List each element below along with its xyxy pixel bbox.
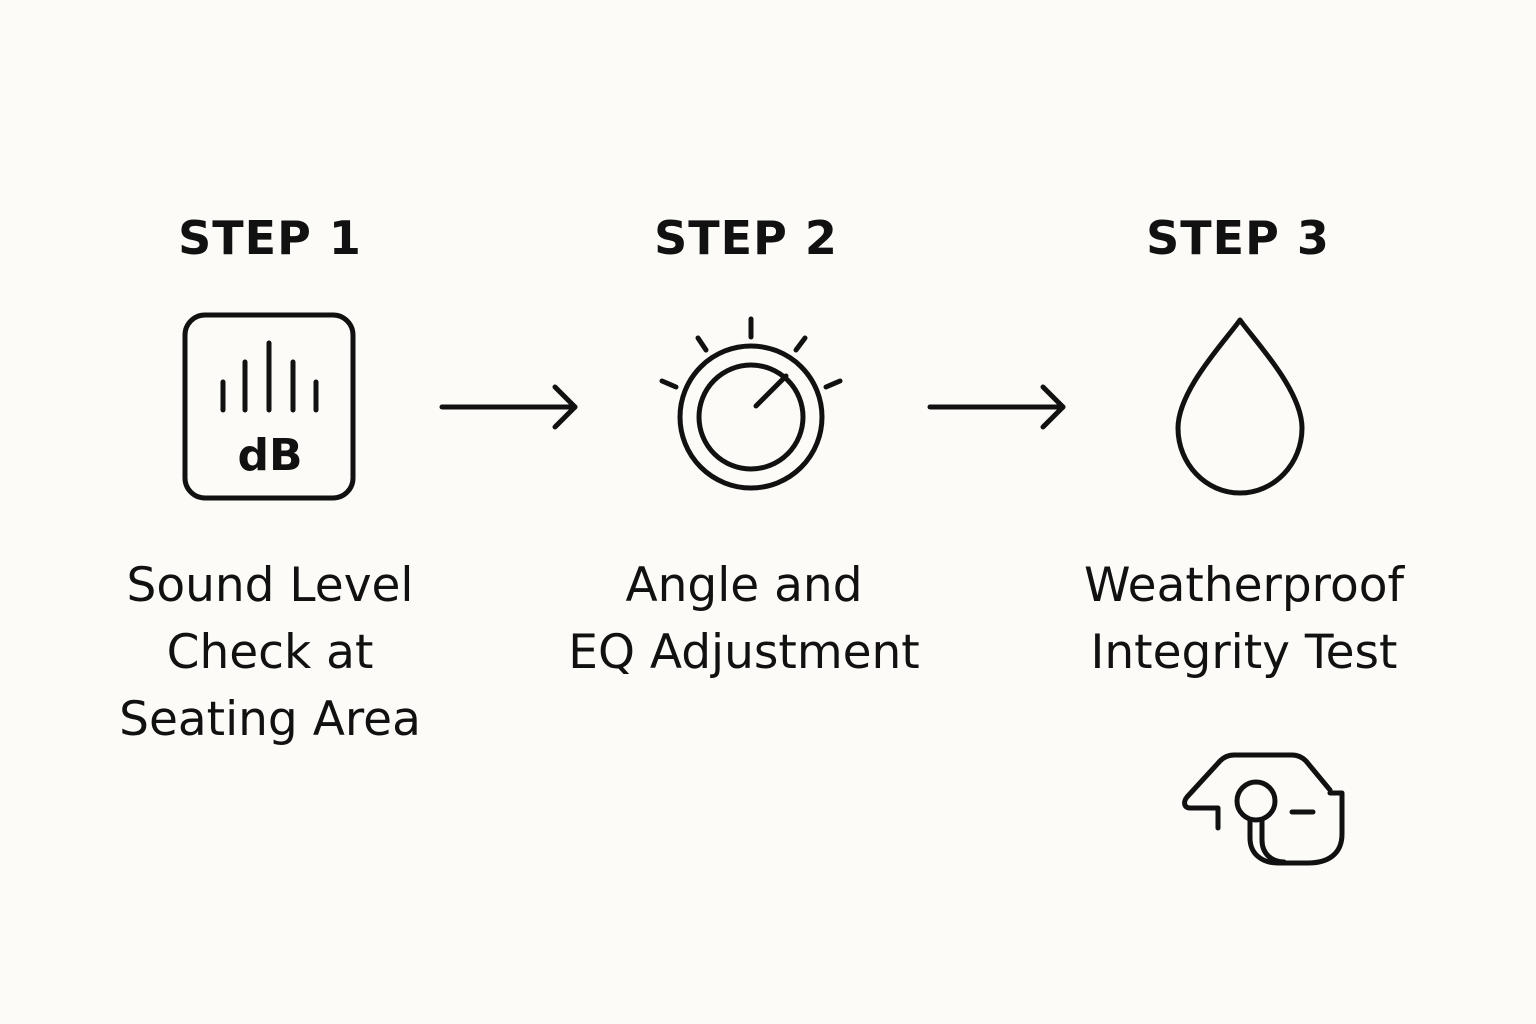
step-2-title: STEP 2 [654,211,838,265]
step-1-caption-line-3: Seating Area [119,692,421,747]
adjustment-knob-icon [659,316,843,491]
step-2-caption: Angle and EQ Adjustment [544,552,944,686]
step-1-title: STEP 1 [178,211,362,265]
step-3-caption: Weatherproof Integrity Test [1044,552,1444,686]
step-1-caption-line-2: Check at [166,625,374,680]
step-3-title: STEP 3 [1146,211,1330,265]
step-1-caption: Sound Level Check at Seating Area [70,552,470,753]
step-2-caption-line-1: Angle and [625,558,863,613]
step-1-caption-line-1: Sound Level [126,558,414,613]
step-2-caption-line-2: EQ Adjustment [568,625,920,680]
outdoor-speaker-mount-icon [1182,752,1345,866]
arrow-right-icon [439,384,578,430]
water-drop-icon [1175,317,1305,496]
db-label: dB [237,430,302,481]
step-3-caption-line-1: Weatherproof [1083,558,1405,613]
arrow-right-icon [927,384,1066,430]
sound-level-meter-icon: dB [182,312,356,501]
step-3-caption-line-2: Integrity Test [1090,625,1398,680]
